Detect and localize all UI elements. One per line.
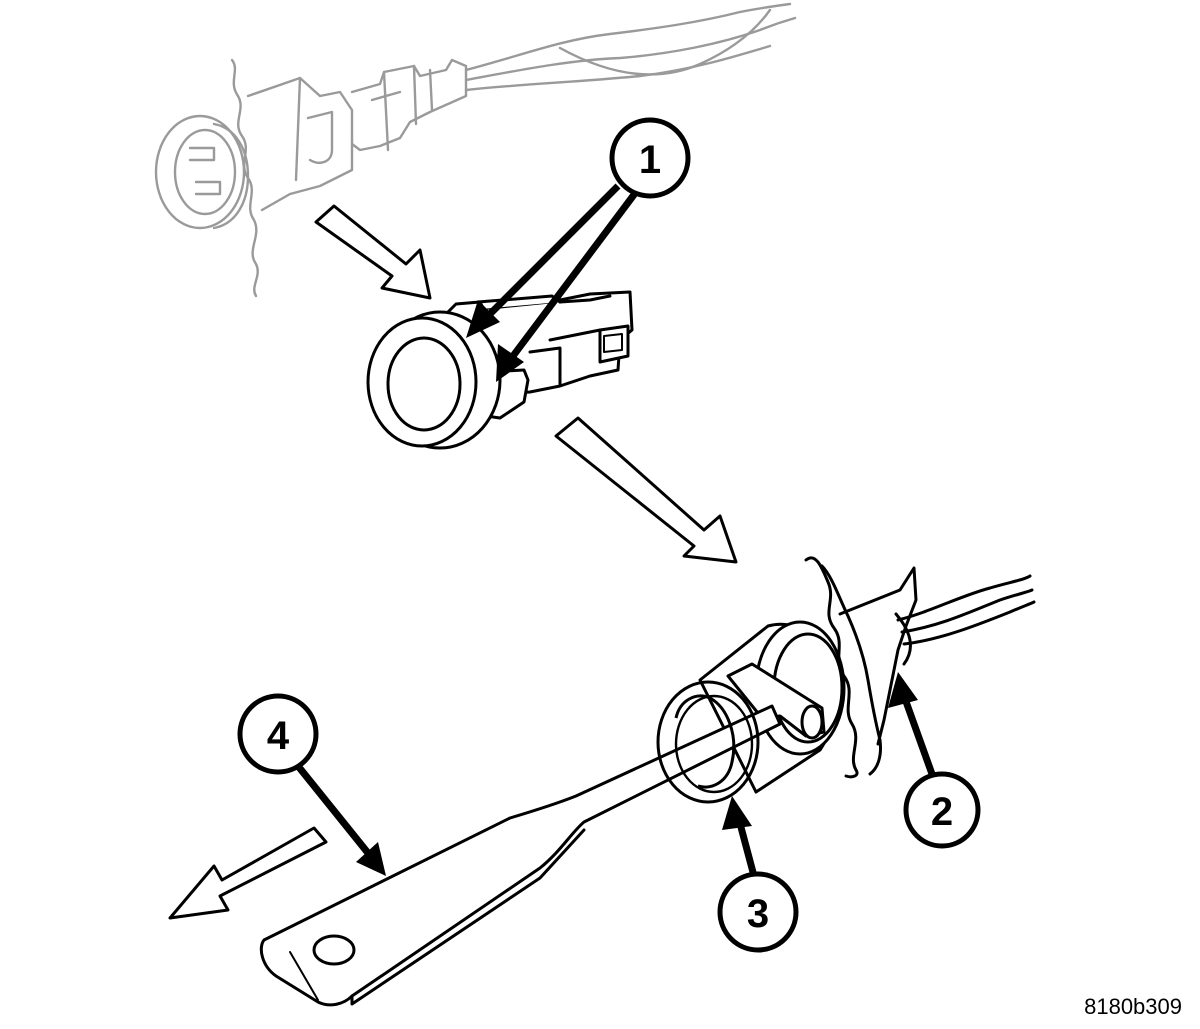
wire-connector <box>350 58 468 152</box>
callout-3-circle <box>717 871 799 953</box>
callout-2-leader <box>900 694 936 776</box>
harness-wires-bottom <box>896 574 1032 622</box>
sensor-mount-front-ring <box>656 680 760 804</box>
callout-2: 2 <box>888 672 981 849</box>
removed-sensor-face <box>386 336 462 432</box>
installed-sensor-bezel-outer <box>154 114 246 230</box>
tool-pull-direction-arrow <box>168 826 328 920</box>
bumper-sensor-installed-faded <box>154 2 797 298</box>
callout-1-label: 1 <box>639 138 661 182</box>
callout-1-leader-lower <box>507 189 639 363</box>
callout-4-label: 4 <box>267 714 290 758</box>
callout-2-label: 2 <box>931 790 953 834</box>
callout-4-leader <box>295 763 375 861</box>
callout-1-leader-upper <box>481 183 621 323</box>
callout-4-circle <box>237 693 319 775</box>
callout-3-label: 3 <box>747 892 769 936</box>
harness-wires-top <box>464 2 792 72</box>
removal-tool-hole <box>312 934 356 966</box>
removal-direction-arrow-middle <box>554 416 738 564</box>
installed-sensor-bezel-inner <box>173 128 237 216</box>
removal-direction-arrow-top <box>314 204 432 300</box>
removal-tool <box>259 704 782 1007</box>
callout-4: 4 <box>237 693 386 876</box>
callout-2-circle <box>903 771 981 849</box>
bumper-sensor-mount <box>804 556 1036 779</box>
callout-1-circle <box>609 117 691 199</box>
callout-3: 3 <box>717 796 799 953</box>
figure-id: 8180b309 <box>1084 994 1182 1019</box>
callout-1: 1 <box>466 117 691 382</box>
